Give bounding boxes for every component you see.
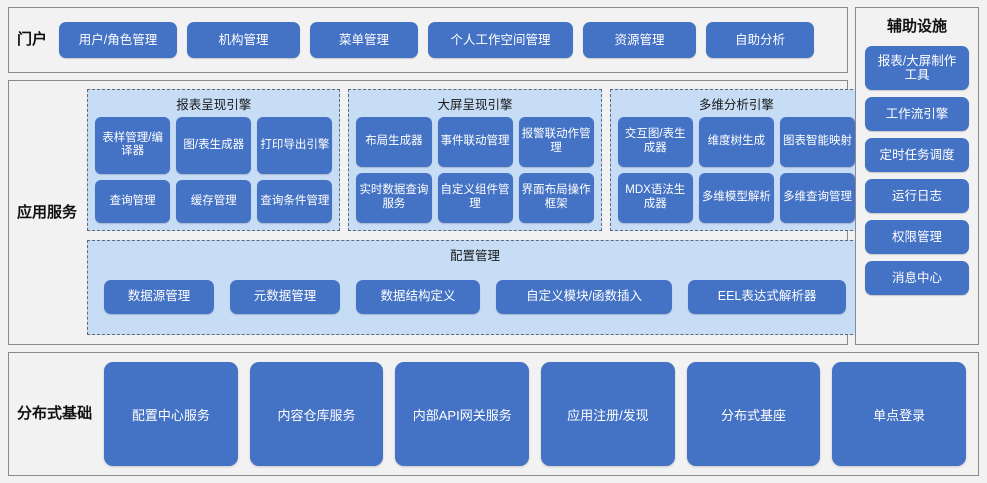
config-item-datasource[interactable]: 数据源管理 xyxy=(104,279,215,314)
aux-item-runtime-log[interactable]: 运行日志 xyxy=(865,179,969,213)
left-column: 门 户 用户/角色管理 机构管理 菜单管理 个人工作空间管理 资源管理 自助分析… xyxy=(8,7,864,345)
bigscreen-render-engine-panel: 大屏呈现引擎 布局生成器 事件联动管理 报警联动作管理 实时数据查询服务 自定义… xyxy=(348,89,602,231)
aux-item-permission-management[interactable]: 权限管理 xyxy=(865,220,969,254)
top-area: 门 户 用户/角色管理 机构管理 菜单管理 个人工作空间管理 资源管理 自助分析… xyxy=(8,7,979,345)
distributed-item-distributed-base[interactable]: 分布式基座 xyxy=(686,362,821,466)
portal-label-char-2: 户 xyxy=(32,31,48,49)
engine-item-multidim-query[interactable]: 多维查询管理 xyxy=(779,173,856,223)
engine-item-query-management[interactable]: 查询管理 xyxy=(95,179,171,223)
distributed-button-row: 配置中心服务 内容仓库服务 内部API网关服务 应用注册/发现 分布式基座 单点… xyxy=(100,353,978,475)
portal-section-label: 门 户 xyxy=(9,8,55,72)
engine-item-dimension-tree[interactable]: 维度树生成 xyxy=(698,117,774,167)
engine-item-query-condition[interactable]: 查询条件管理 xyxy=(257,179,333,223)
bigscreen-render-engine-grid: 布局生成器 事件联动管理 报警联动作管理 实时数据查询服务 自定义组件管理 界面… xyxy=(356,117,594,223)
distributed-label-char-2: 布 xyxy=(32,405,48,423)
engine-item-ui-layout-framework[interactable]: 界面布局操作框架 xyxy=(518,173,594,223)
report-render-engine-panel: 报表呈现引擎 表样管理/编译器 图/表生成器 打印导出引擎 查询管理 缓存管理 … xyxy=(87,89,341,231)
portal-item-user-role[interactable]: 用户/角色管理 xyxy=(59,22,178,58)
distributed-item-sso[interactable]: 单点登录 xyxy=(832,362,967,466)
app-services-label-char-3: 服 xyxy=(47,203,63,221)
engine-item-model-parser[interactable]: 多维模型解析 xyxy=(698,173,774,223)
app-services-section-label: 应 用 服 务 xyxy=(9,81,85,344)
portal-button-row: 用户/角色管理 机构管理 菜单管理 个人工作空间管理 资源管理 自助分析 xyxy=(55,8,847,72)
app-services-label-char-1: 应 xyxy=(17,203,33,221)
multidim-analysis-engine-title: 多维分析引擎 xyxy=(698,98,774,112)
app-services-label-char-2: 用 xyxy=(32,203,48,221)
engine-item-chart-smart-mapping[interactable]: 图表智能映射 xyxy=(779,117,856,167)
aux-item-report-bigscreen-tool[interactable]: 报表/大屏制作工具 xyxy=(865,46,969,90)
config-management-row: 数据源管理 元数据管理 数据结构定义 自定义模块/函数插入 EEL表达式解析器 xyxy=(98,268,852,325)
app-services-section: 应 用 服 务 报表呈现引擎 表样管理/编译器 图/表生成器 打印导出引擎 xyxy=(8,80,864,345)
engine-item-realtime-query[interactable]: 实时数据查询服务 xyxy=(356,173,432,223)
config-item-eel-parser[interactable]: EEL表达式解析器 xyxy=(688,279,847,314)
config-item-custom-module[interactable]: 自定义模块/函数插入 xyxy=(496,279,673,314)
aux-facilities-section: 辅助设施 报表/大屏制作工具 工作流引擎 定时任务调度 运行日志 权限管理 消息… xyxy=(855,7,979,345)
engine-item-event-linkage[interactable]: 事件联动管理 xyxy=(437,117,513,167)
multidim-analysis-engine-grid: 交互图/表生成器 维度树生成 图表智能映射 MDX语法生成器 多维模型解析 多维… xyxy=(617,117,856,223)
engine-item-interactive-chart[interactable]: 交互图/表生成器 xyxy=(617,117,693,167)
distributed-item-config-center[interactable]: 配置中心服务 xyxy=(104,362,238,466)
portal-item-self-service[interactable]: 自助分析 xyxy=(706,22,815,58)
aux-item-workflow-engine[interactable]: 工作流引擎 xyxy=(865,97,969,131)
distributed-item-app-registry[interactable]: 应用注册/发现 xyxy=(541,362,675,466)
portal-item-menu[interactable]: 菜单管理 xyxy=(310,22,419,58)
aux-facilities-title: 辅助设施 xyxy=(886,18,947,35)
bigscreen-render-engine-title: 大屏呈现引擎 xyxy=(437,98,513,112)
config-management-title: 配置管理 xyxy=(450,249,501,263)
portal-item-workspace[interactable]: 个人工作空间管理 xyxy=(428,22,574,58)
portal-item-resource[interactable]: 资源管理 xyxy=(583,22,697,58)
distributed-item-api-gateway[interactable]: 内部API网关服务 xyxy=(395,362,530,466)
engine-item-cache-management[interactable]: 缓存管理 xyxy=(176,179,252,223)
engine-item-custom-component[interactable]: 自定义组件管理 xyxy=(437,173,513,223)
engine-item-mdx-generator[interactable]: MDX语法生成器 xyxy=(617,173,693,223)
aux-item-message-center[interactable]: 消息中心 xyxy=(865,261,969,295)
distributed-label-char-4: 基 xyxy=(62,405,78,423)
aux-item-scheduled-task[interactable]: 定时任务调度 xyxy=(865,138,969,172)
portal-item-org[interactable]: 机构管理 xyxy=(187,22,301,58)
portal-section: 门 户 用户/角色管理 机构管理 菜单管理 个人工作空间管理 资源管理 自助分析 xyxy=(8,7,848,73)
distributed-base-section: 分 布 式 基 础 配置中心服务 内容仓库服务 内部API网关服务 应用注册/发… xyxy=(8,352,979,476)
distributed-label-char-3: 式 xyxy=(47,405,63,423)
portal-label-char-1: 门 xyxy=(17,31,33,49)
app-services-body: 报表呈现引擎 表样管理/编译器 图/表生成器 打印导出引擎 查询管理 缓存管理 … xyxy=(85,81,873,344)
engine-item-template-compiler[interactable]: 表样管理/编译器 xyxy=(95,117,171,174)
report-render-engine-title: 报表呈现引擎 xyxy=(176,98,252,112)
engine-item-layout-generator[interactable]: 布局生成器 xyxy=(356,117,432,167)
engine-item-print-export[interactable]: 打印导出引擎 xyxy=(257,117,333,174)
config-item-data-structure[interactable]: 数据结构定义 xyxy=(356,279,481,314)
distributed-base-section-label: 分 布 式 基 础 xyxy=(9,353,100,475)
multidim-analysis-engine-panel: 多维分析引擎 交互图/表生成器 维度树生成 图表智能映射 MDX语法生成器 多维… xyxy=(609,89,864,231)
config-management-panel: 配置管理 数据源管理 元数据管理 数据结构定义 自定义模块/函数插入 EEL表达… xyxy=(87,240,864,335)
engine-panels: 报表呈现引擎 表样管理/编译器 图/表生成器 打印导出引擎 查询管理 缓存管理 … xyxy=(87,89,864,231)
distributed-label-char-1: 分 xyxy=(17,405,33,423)
engine-item-alarm-action[interactable]: 报警联动作管理 xyxy=(518,117,594,167)
report-render-engine-grid: 表样管理/编译器 图/表生成器 打印导出引擎 查询管理 缓存管理 查询条件管理 xyxy=(95,117,333,223)
app-services-label-char-4: 务 xyxy=(62,203,78,221)
config-item-metadata[interactable]: 元数据管理 xyxy=(230,279,341,314)
engine-item-chart-generator[interactable]: 图/表生成器 xyxy=(176,117,252,174)
distributed-label-char-5: 础 xyxy=(77,405,93,423)
distributed-item-content-repo[interactable]: 内容仓库服务 xyxy=(249,362,384,466)
